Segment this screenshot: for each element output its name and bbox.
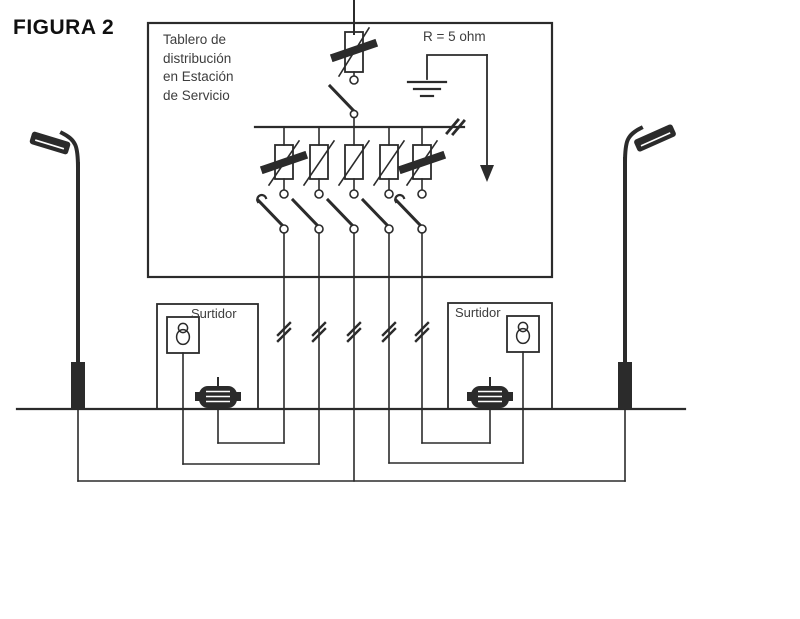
motor-icon [195,377,241,408]
lamp-arm [622,125,644,166]
cable-marker-icon [311,321,327,343]
figure-title: FIGURA 2 [13,16,115,39]
feeder-branch-2 [290,126,336,465]
board-label: Tablero de distribución en Estación de S… [163,31,234,105]
street-lamp-right [618,124,676,409]
feeder-switch-icon [325,189,359,234]
main-fuse-icon [329,26,379,78]
main-disconnect-switch-icon [327,71,359,128]
feeder-branch-3 [325,126,371,482]
lamp-head-icon [29,131,71,155]
distribution-board-outline [146,21,554,279]
feeder-switch-icon [290,189,324,234]
busbar-cable-marker-icon [445,118,466,136]
bulb-icon [175,322,191,346]
feeder-switch-icon [393,189,427,234]
lamp-base [71,362,85,409]
board-label-line-2: distribución [163,50,232,66]
board-label-line-4: de Servicio [163,87,230,103]
feeder-switch-icon [255,189,289,234]
earth-bracket-line [426,54,488,80]
bulb-icon [515,321,531,345]
dispenser-box-left [156,303,259,465]
motor-icon [467,377,513,408]
feeder-branch-4 [360,126,406,464]
lamp-base [618,362,632,409]
dispenser-left-label: Surtidor [191,306,237,321]
cable-marker-icon [381,321,397,343]
earthing-assembly [406,54,494,182]
bulb-box [506,315,540,353]
street-lamp-left [29,130,85,409]
cable-marker-icon [346,321,362,343]
dispenser-box-right [447,302,553,464]
bulb-box [166,316,200,354]
feeder-branch-1 [255,126,309,444]
resistance-arrow-icon [480,54,494,182]
cable-marker-icon [414,321,430,343]
feeder-branch-5 [393,126,447,444]
underground-wiring [77,407,626,482]
lamp-arm [59,130,81,171]
lamp-head-icon [634,124,676,152]
dispenser-right-label: Surtidor [455,305,501,320]
earth-resistance-label: R = 5 ohm [423,29,486,44]
cable-marker-icon [276,321,292,343]
board-label-line-3: en Estación [163,69,234,84]
feeder-switch-icon [360,189,394,234]
board-label-line-1: Tablero de [163,32,227,47]
earth-electrode-icon [406,80,448,98]
